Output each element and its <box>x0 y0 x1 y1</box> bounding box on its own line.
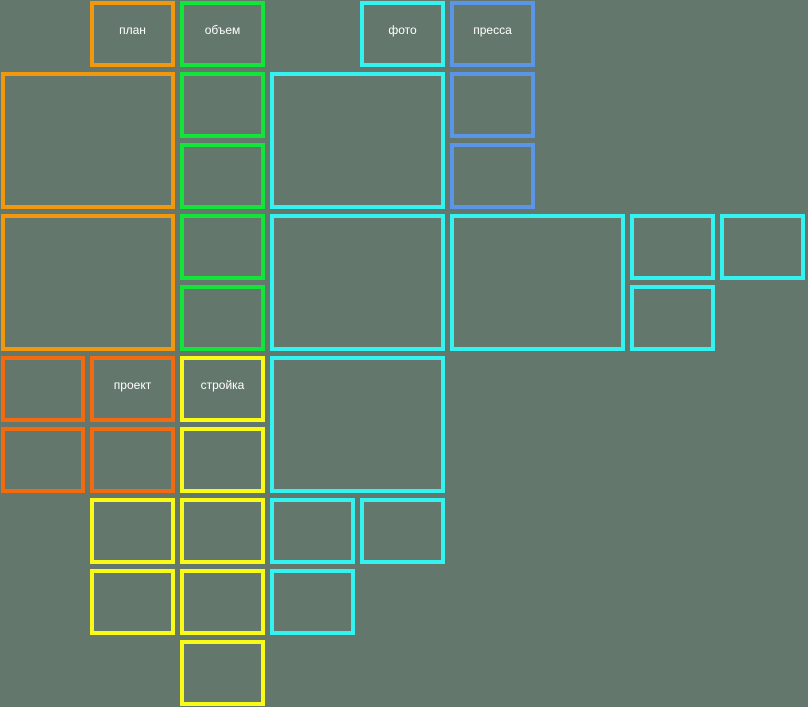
project-thumb-tile-2[interactable] <box>1 427 85 493</box>
press-label: пресса <box>473 23 512 37</box>
plan-tile[interactable]: план <box>90 1 175 67</box>
press-thumb-tile-2[interactable] <box>450 143 535 209</box>
volume-thumb-tile-4[interactable] <box>180 285 265 351</box>
volume-thumb-tile-2[interactable] <box>180 143 265 209</box>
photo-large-tile-2[interactable] <box>270 214 445 351</box>
project-tile[interactable]: проект <box>90 356 175 422</box>
project-thumb-tile-1[interactable] <box>1 356 85 422</box>
volume-tile[interactable]: объем <box>180 1 265 67</box>
photo-small-tile-5[interactable] <box>360 498 445 564</box>
project-label: проект <box>113 378 152 392</box>
photo-small-tile-4[interactable] <box>270 498 355 564</box>
photo-small-tile-2[interactable] <box>720 214 805 280</box>
project-thumb-tile-3[interactable] <box>90 427 175 493</box>
volume-label: объем <box>204 23 241 37</box>
photo-tile[interactable]: фото <box>360 1 445 67</box>
photo-small-tile-6[interactable] <box>270 569 355 635</box>
construction-thumb-tile-2[interactable] <box>90 498 175 564</box>
plan-large-tile-1[interactable] <box>1 72 175 209</box>
photo-label: фото <box>388 23 417 37</box>
construction-thumb-tile-6[interactable] <box>180 640 265 706</box>
construction-thumb-tile-5[interactable] <box>180 569 265 635</box>
plan-large-tile-2[interactable] <box>1 214 175 351</box>
volume-thumb-tile-3[interactable] <box>180 214 265 280</box>
photo-large-tile-3[interactable] <box>450 214 625 351</box>
construction-thumb-tile-1[interactable] <box>180 427 265 493</box>
press-thumb-tile-1[interactable] <box>450 72 535 138</box>
construction-tile[interactable]: стройка <box>180 356 265 422</box>
plan-label: план <box>119 23 146 37</box>
press-tile[interactable]: пресса <box>450 1 535 67</box>
photo-large-tile-4[interactable] <box>270 356 445 493</box>
photo-small-tile-1[interactable] <box>630 214 715 280</box>
construction-thumb-tile-4[interactable] <box>90 569 175 635</box>
volume-thumb-tile-1[interactable] <box>180 72 265 138</box>
photo-large-tile-1[interactable] <box>270 72 445 209</box>
photo-small-tile-3[interactable] <box>630 285 715 351</box>
construction-thumb-tile-3[interactable] <box>180 498 265 564</box>
construction-label: стройка <box>200 378 245 392</box>
